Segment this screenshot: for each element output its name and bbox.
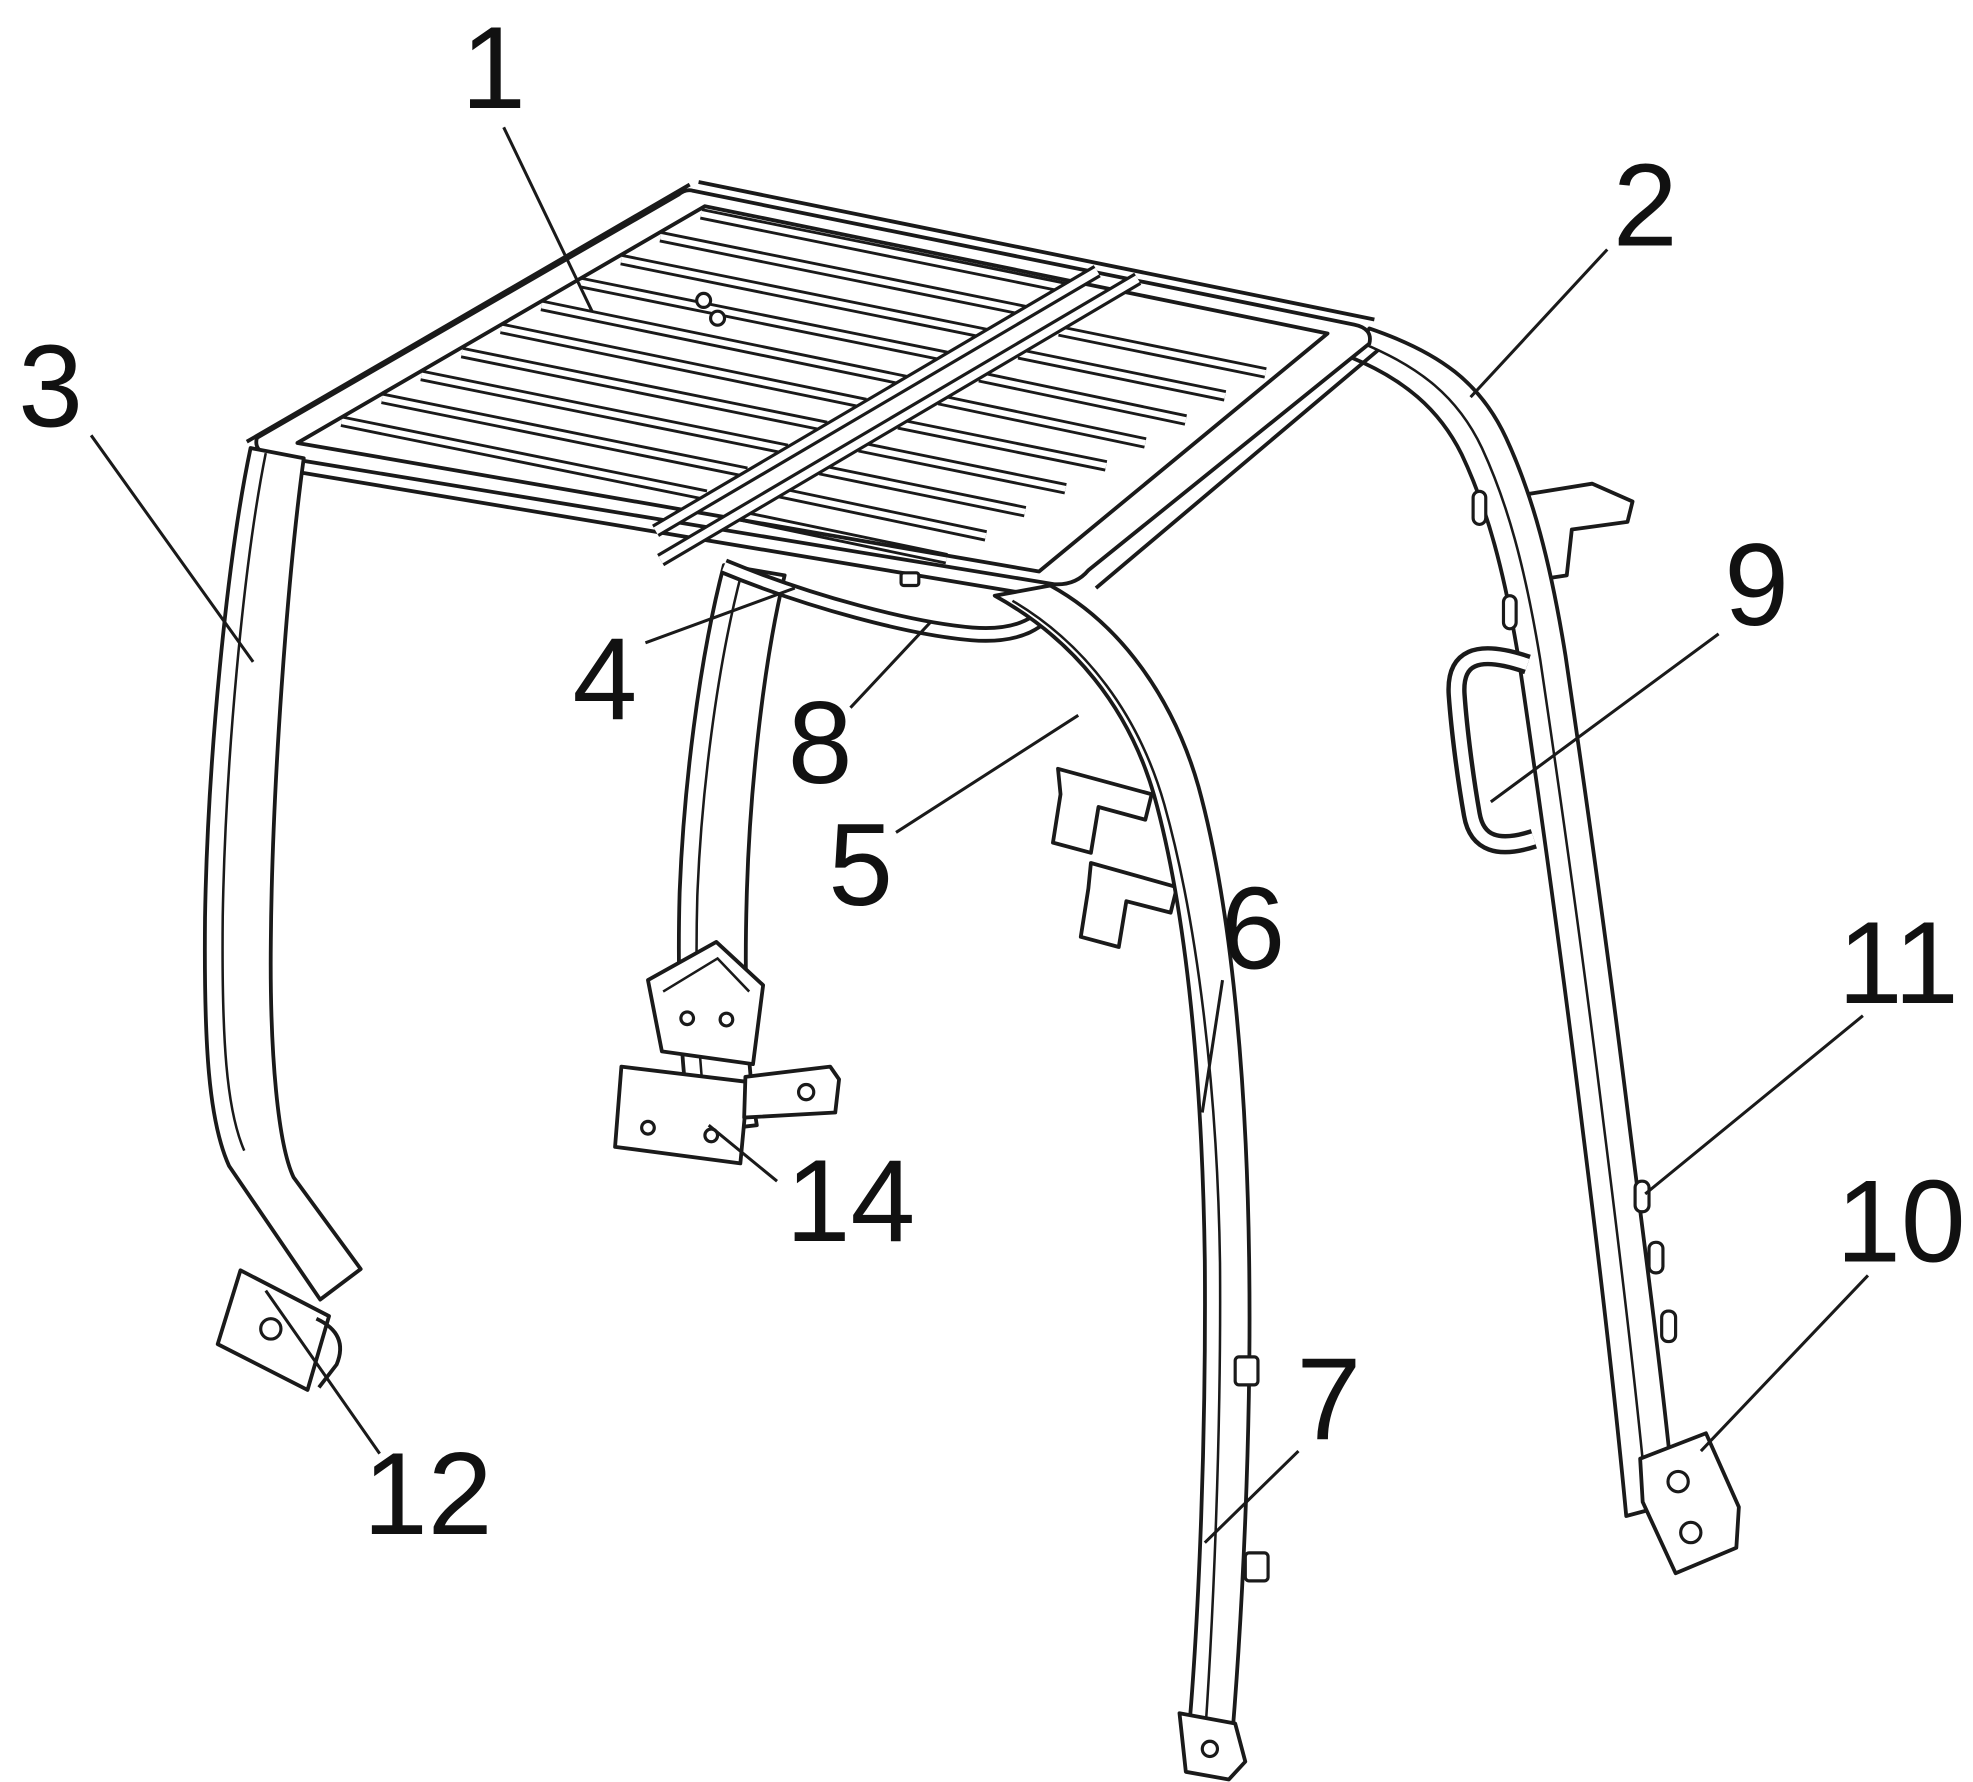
pillar-slot bbox=[1647, 1240, 1665, 1275]
roof-slat-face bbox=[461, 349, 827, 430]
part-label-6: 6 bbox=[1221, 862, 1286, 993]
roof-slat-face bbox=[858, 443, 1067, 492]
pillar-slot bbox=[1501, 594, 1518, 631]
bolt-hole bbox=[1679, 1520, 1703, 1545]
roof-slat-face bbox=[341, 418, 707, 498]
roof-slat-face bbox=[938, 396, 1146, 446]
grab-handle-face bbox=[1450, 650, 1536, 850]
roof-slat-face bbox=[700, 211, 1067, 291]
leader-line-10 bbox=[1699, 1274, 1870, 1453]
roof-slat-face bbox=[541, 302, 907, 384]
part-label-10: 10 bbox=[1836, 1155, 1966, 1286]
part-label-2: 2 bbox=[1613, 139, 1678, 270]
part-label-5: 5 bbox=[828, 799, 893, 930]
roof-assembly bbox=[245, 180, 1380, 599]
roof-slat-face bbox=[1018, 351, 1226, 399]
left-pillar-body bbox=[202, 446, 363, 1302]
roof-rim-right bbox=[1094, 348, 1380, 590]
front-right-pillar-body bbox=[992, 583, 1252, 1764]
mount-bracket-14 bbox=[613, 940, 841, 1166]
leader-line-1 bbox=[502, 126, 594, 313]
rail-clip bbox=[899, 571, 921, 588]
part-label-9: 9 bbox=[1724, 519, 1789, 650]
pillar-clip bbox=[1233, 1355, 1260, 1387]
foot-plate-10 bbox=[1638, 1431, 1741, 1576]
roof-slat-face bbox=[978, 373, 1187, 423]
pillar-slot bbox=[1660, 1309, 1678, 1344]
part-label-1: 1 bbox=[461, 2, 526, 133]
roof-slat-face bbox=[381, 395, 748, 476]
roof-slat-face bbox=[1058, 328, 1267, 376]
left-pillar bbox=[202, 446, 363, 1392]
bolt-hole bbox=[796, 1082, 816, 1102]
roof-slat-face bbox=[500, 325, 867, 407]
rear-right-pillar bbox=[1349, 326, 1741, 1576]
mount-bracket-lower-icon bbox=[1078, 861, 1179, 949]
roof-rim-back bbox=[698, 180, 1375, 322]
leader-line-12 bbox=[264, 1289, 381, 1455]
pillar-slot bbox=[1633, 1179, 1651, 1214]
bracket-arm bbox=[742, 1064, 841, 1120]
roof-slat-face bbox=[897, 421, 1107, 469]
leader-line-8 bbox=[849, 620, 933, 709]
leader-line-2 bbox=[1469, 248, 1609, 399]
pillar-clip bbox=[1243, 1551, 1270, 1583]
bracket-lower-plate bbox=[613, 1064, 750, 1166]
rear-right-pillar-seam bbox=[1359, 341, 1648, 1500]
mount-bracket-upper-icon bbox=[1051, 766, 1154, 855]
bracket-upper-plate bbox=[646, 940, 766, 1067]
part-label-4: 4 bbox=[573, 613, 638, 744]
leader-line-3 bbox=[89, 434, 255, 663]
part-label-8: 8 bbox=[788, 677, 853, 808]
roof-slat-face bbox=[620, 256, 987, 337]
bracket-fold-line bbox=[662, 956, 751, 993]
bolt-hole bbox=[640, 1119, 656, 1136]
leader-line-6 bbox=[1200, 979, 1225, 1113]
roof-slat-face bbox=[819, 466, 1026, 515]
roof-slat-face bbox=[660, 233, 1026, 314]
roof-spine-rail-face bbox=[653, 267, 1100, 535]
roof-slat-face bbox=[580, 279, 948, 360]
bolt-hole bbox=[259, 1317, 283, 1341]
foot-hook bbox=[315, 1316, 343, 1389]
pillar-slot bbox=[1471, 489, 1488, 527]
left-pillar-seam bbox=[221, 452, 268, 1152]
leader-line-14 bbox=[707, 1124, 779, 1183]
part-label-7: 7 bbox=[1296, 1333, 1361, 1464]
bolt-hole bbox=[709, 309, 727, 327]
front-right-pillar-seam bbox=[1011, 599, 1222, 1757]
leader-line-11 bbox=[1644, 1014, 1864, 1196]
roof-slat-grid bbox=[340, 208, 1267, 565]
part-label-14: 14 bbox=[786, 1135, 916, 1266]
bolt-hole bbox=[1666, 1469, 1690, 1494]
roof-spine-rail-face bbox=[658, 275, 1140, 564]
roof-slat-face bbox=[779, 489, 987, 539]
leader-line-4 bbox=[644, 586, 796, 645]
leader-line-9 bbox=[1489, 632, 1720, 804]
bolt-hole bbox=[1200, 1739, 1220, 1759]
bolt-hole bbox=[679, 1010, 696, 1027]
roof-rim-left bbox=[245, 182, 691, 444]
bolt-hole bbox=[718, 1011, 735, 1028]
leader-line-7 bbox=[1203, 1449, 1300, 1544]
part-label-12: 12 bbox=[363, 1427, 493, 1558]
bolt-hole bbox=[695, 291, 713, 309]
part-label-3: 3 bbox=[18, 320, 83, 451]
part-label-11: 11 bbox=[1838, 897, 1959, 1028]
roof-slat-face bbox=[420, 372, 788, 453]
leader-line-5 bbox=[895, 714, 1080, 834]
front-right-pillar bbox=[992, 583, 1270, 1782]
